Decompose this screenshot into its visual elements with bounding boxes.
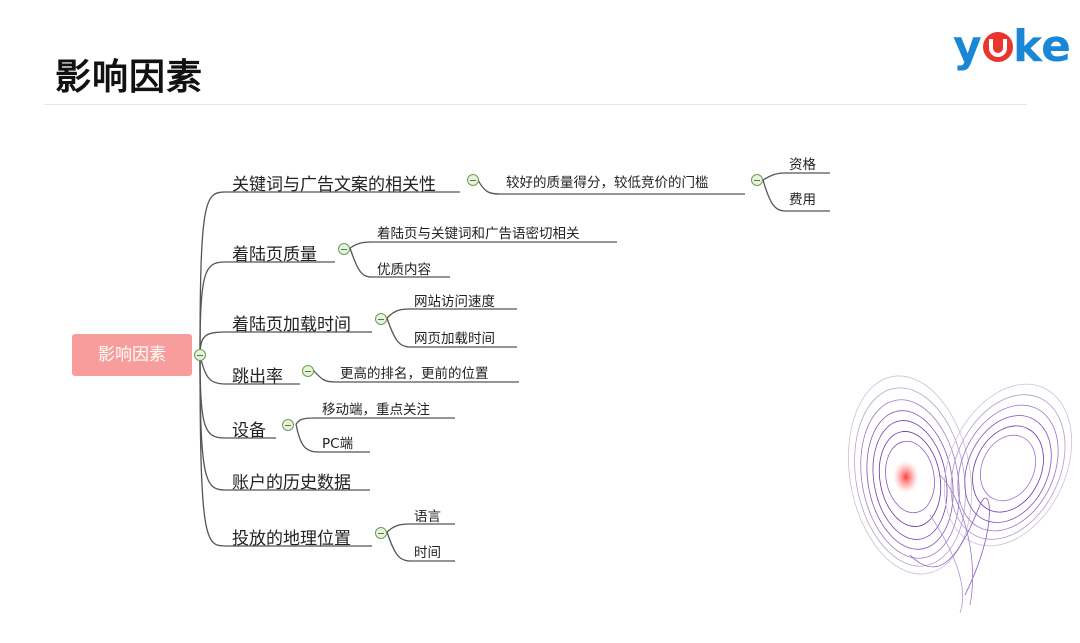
- branch-7-child-1-label: 语言: [414, 509, 441, 525]
- branch-5-child-2-label: PC端: [322, 436, 354, 452]
- branch-1-label: 关键词与广告文案的相关性: [232, 175, 436, 195]
- connector-branch-1: [199, 191, 460, 356]
- svg-text:y: y: [953, 21, 982, 72]
- slide-title: 影响因素: [55, 57, 204, 98]
- connector-b2-c2: [349, 247, 450, 278]
- branch-2-child-2-label: 优质内容: [377, 262, 431, 278]
- branch-2-label: 着陆页质量: [232, 245, 317, 265]
- branch-4-child-1-label: 更高的排名，更前的位置: [340, 366, 489, 382]
- connector-branch-7: [199, 354, 372, 547]
- collapse-icon[interactable]: [751, 174, 763, 186]
- connector-branch-3: [199, 331, 372, 356]
- collapse-icon[interactable]: [302, 365, 314, 377]
- collapse-icon[interactable]: [467, 174, 479, 186]
- collapse-icon[interactable]: [375, 527, 387, 539]
- branch-1-child-1-label: 较好的质量得分，较低竞价的门槛: [506, 175, 709, 191]
- connector-b7-c1: [386, 523, 455, 533]
- connector-branch-4: [199, 354, 300, 385]
- mindmap-root-node: 影响因素: [72, 334, 192, 376]
- svg-text:ke: ke: [1013, 21, 1071, 72]
- connector-b5-c2: [295, 423, 370, 453]
- connector-b5-c1: [295, 417, 455, 425]
- collapse-icon[interactable]: [282, 419, 294, 431]
- connector-branch-2: [199, 261, 335, 356]
- collapse-icon[interactable]: [194, 349, 206, 361]
- connector-b7-c2: [386, 531, 455, 562]
- branch-2-child-1-label: 着陆页与关键词和广告语密切相关: [377, 226, 580, 242]
- collapse-icon[interactable]: [338, 243, 350, 255]
- branch-5-child-1-label: 移动端，重点关注: [322, 402, 430, 418]
- branch-3-child-2-label: 网页加载时间: [414, 331, 495, 347]
- connector-b1-c1-g2: [762, 179, 830, 212]
- branch-4-label: 跳出率: [232, 367, 283, 387]
- connector-b2-c1: [349, 241, 617, 249]
- collapse-icon[interactable]: [375, 313, 387, 325]
- branch-3-label: 着陆页加载时间: [232, 315, 351, 335]
- connector-b1-c1-g1: [762, 172, 830, 181]
- branch-1-grandchild-1-label: 资格: [789, 157, 816, 173]
- branch-7-child-2-label: 时间: [414, 545, 441, 561]
- yoke-logo-icon: y ke: [953, 21, 1071, 72]
- branch-6-label: 账户的历史数据: [232, 473, 351, 493]
- branch-1-grandchild-2-label: 费用: [789, 192, 816, 208]
- branch-5-label: 设备: [232, 421, 266, 441]
- connector-b3-c1: [386, 308, 517, 319]
- lorenz-attractor-icon: [848, 375, 1073, 614]
- connector-b3-c2: [386, 317, 517, 348]
- branch-7-label: 投放的地理位置: [232, 529, 351, 549]
- title-divider: [44, 104, 1027, 105]
- connector-b4-c1: [312, 369, 519, 383]
- branch-3-child-1-label: 网站访问速度: [414, 294, 495, 310]
- yoke-logo: y ke: [953, 17, 1071, 73]
- connector-b1-c1: [477, 179, 745, 195]
